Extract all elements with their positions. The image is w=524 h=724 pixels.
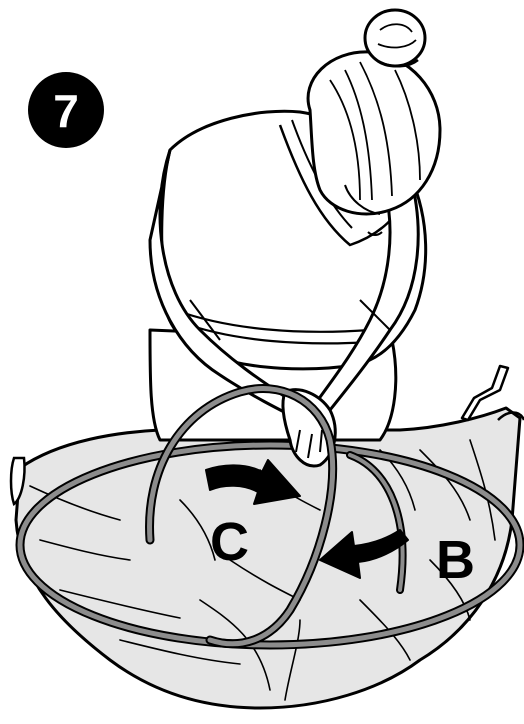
label-b: B	[436, 530, 475, 590]
step-badge: 7	[28, 72, 104, 148]
step-number: 7	[53, 85, 79, 137]
label-c: C	[210, 512, 249, 572]
